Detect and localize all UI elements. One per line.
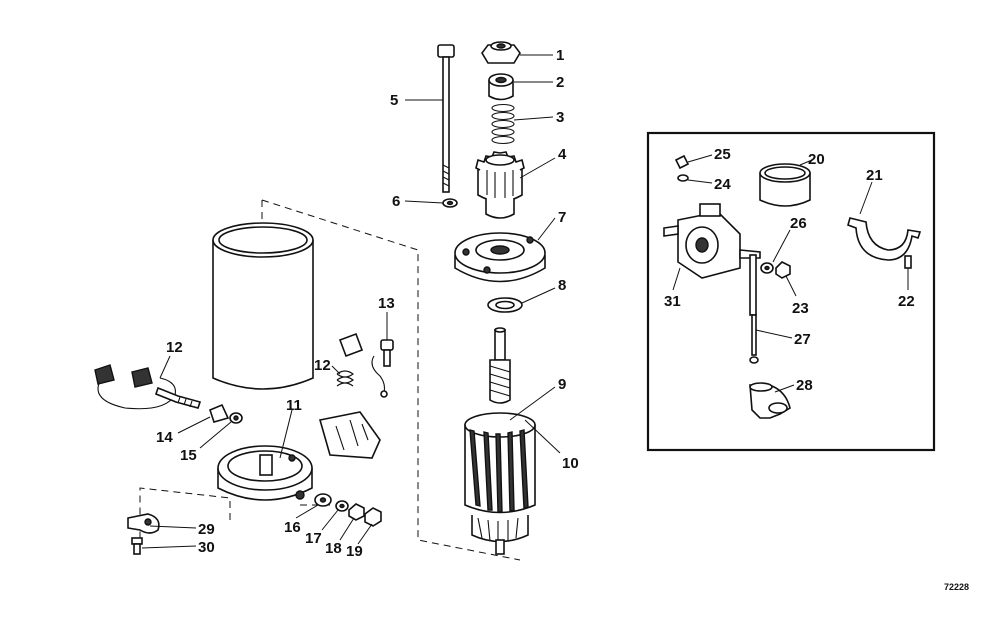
callout-15: 15 — [180, 447, 197, 464]
callout-7: 7 — [558, 209, 566, 226]
callout-26: 26 — [790, 215, 807, 232]
callout-17: 17 — [305, 530, 322, 547]
spacer — [488, 73, 514, 101]
callout-11: 11 — [286, 397, 302, 414]
drawing-code: 72228 — [944, 582, 969, 592]
callout-20: 20 — [808, 151, 825, 168]
leader-lines — [141, 54, 909, 549]
callout-3: 3 — [556, 109, 564, 126]
callout-18: 18 — [325, 540, 342, 557]
callout-labels: 1 2 3 4 5 6 7 8 9 10 11 12 12 13 14 15 1… — [156, 47, 969, 592]
through-bolt — [437, 44, 455, 193]
callout-21: 21 — [866, 167, 883, 184]
motor-frame — [212, 222, 314, 390]
armature — [464, 327, 536, 555]
solenoid-kit-panel — [646, 131, 936, 452]
brush-set-right — [336, 332, 364, 387]
callout-14: 14 — [156, 429, 173, 446]
callout-25: 25 — [714, 146, 731, 163]
washers-and-nuts — [314, 493, 382, 527]
callout-31: 31 — [664, 293, 681, 310]
callout-8: 8 — [558, 277, 566, 294]
callout-16: 16 — [284, 519, 301, 536]
drive-end-cap — [454, 232, 546, 283]
insulator — [209, 403, 243, 424]
terminal-screw — [371, 339, 394, 398]
thrust-washer — [487, 297, 523, 313]
callout-1: 1 — [556, 47, 564, 64]
callout-6: 6 — [392, 193, 400, 210]
callout-10: 10 — [562, 455, 579, 472]
callout-12-right: 12 — [314, 357, 331, 374]
callout-23: 23 — [792, 300, 809, 317]
callout-22: 22 — [898, 293, 915, 310]
pinion-gear — [475, 151, 525, 219]
callout-28: 28 — [796, 377, 813, 394]
top-nut — [481, 41, 521, 64]
callout-12-left: 12 — [166, 339, 183, 356]
brush-set-left — [94, 364, 202, 410]
callout-29: 29 — [198, 521, 215, 538]
spring — [491, 103, 515, 145]
callout-27: 27 — [794, 331, 811, 348]
callout-30: 30 — [198, 539, 215, 556]
callout-2: 2 — [556, 74, 564, 91]
callout-13: 13 — [378, 295, 395, 312]
callout-24: 24 — [714, 176, 731, 193]
lock-washer — [442, 198, 458, 208]
callout-5: 5 — [390, 92, 398, 109]
callout-19: 19 — [346, 543, 363, 560]
cable-clamp — [127, 513, 160, 555]
callout-4: 4 — [558, 146, 567, 163]
commutator-end-cap — [217, 411, 381, 501]
callout-9: 9 — [558, 376, 566, 393]
